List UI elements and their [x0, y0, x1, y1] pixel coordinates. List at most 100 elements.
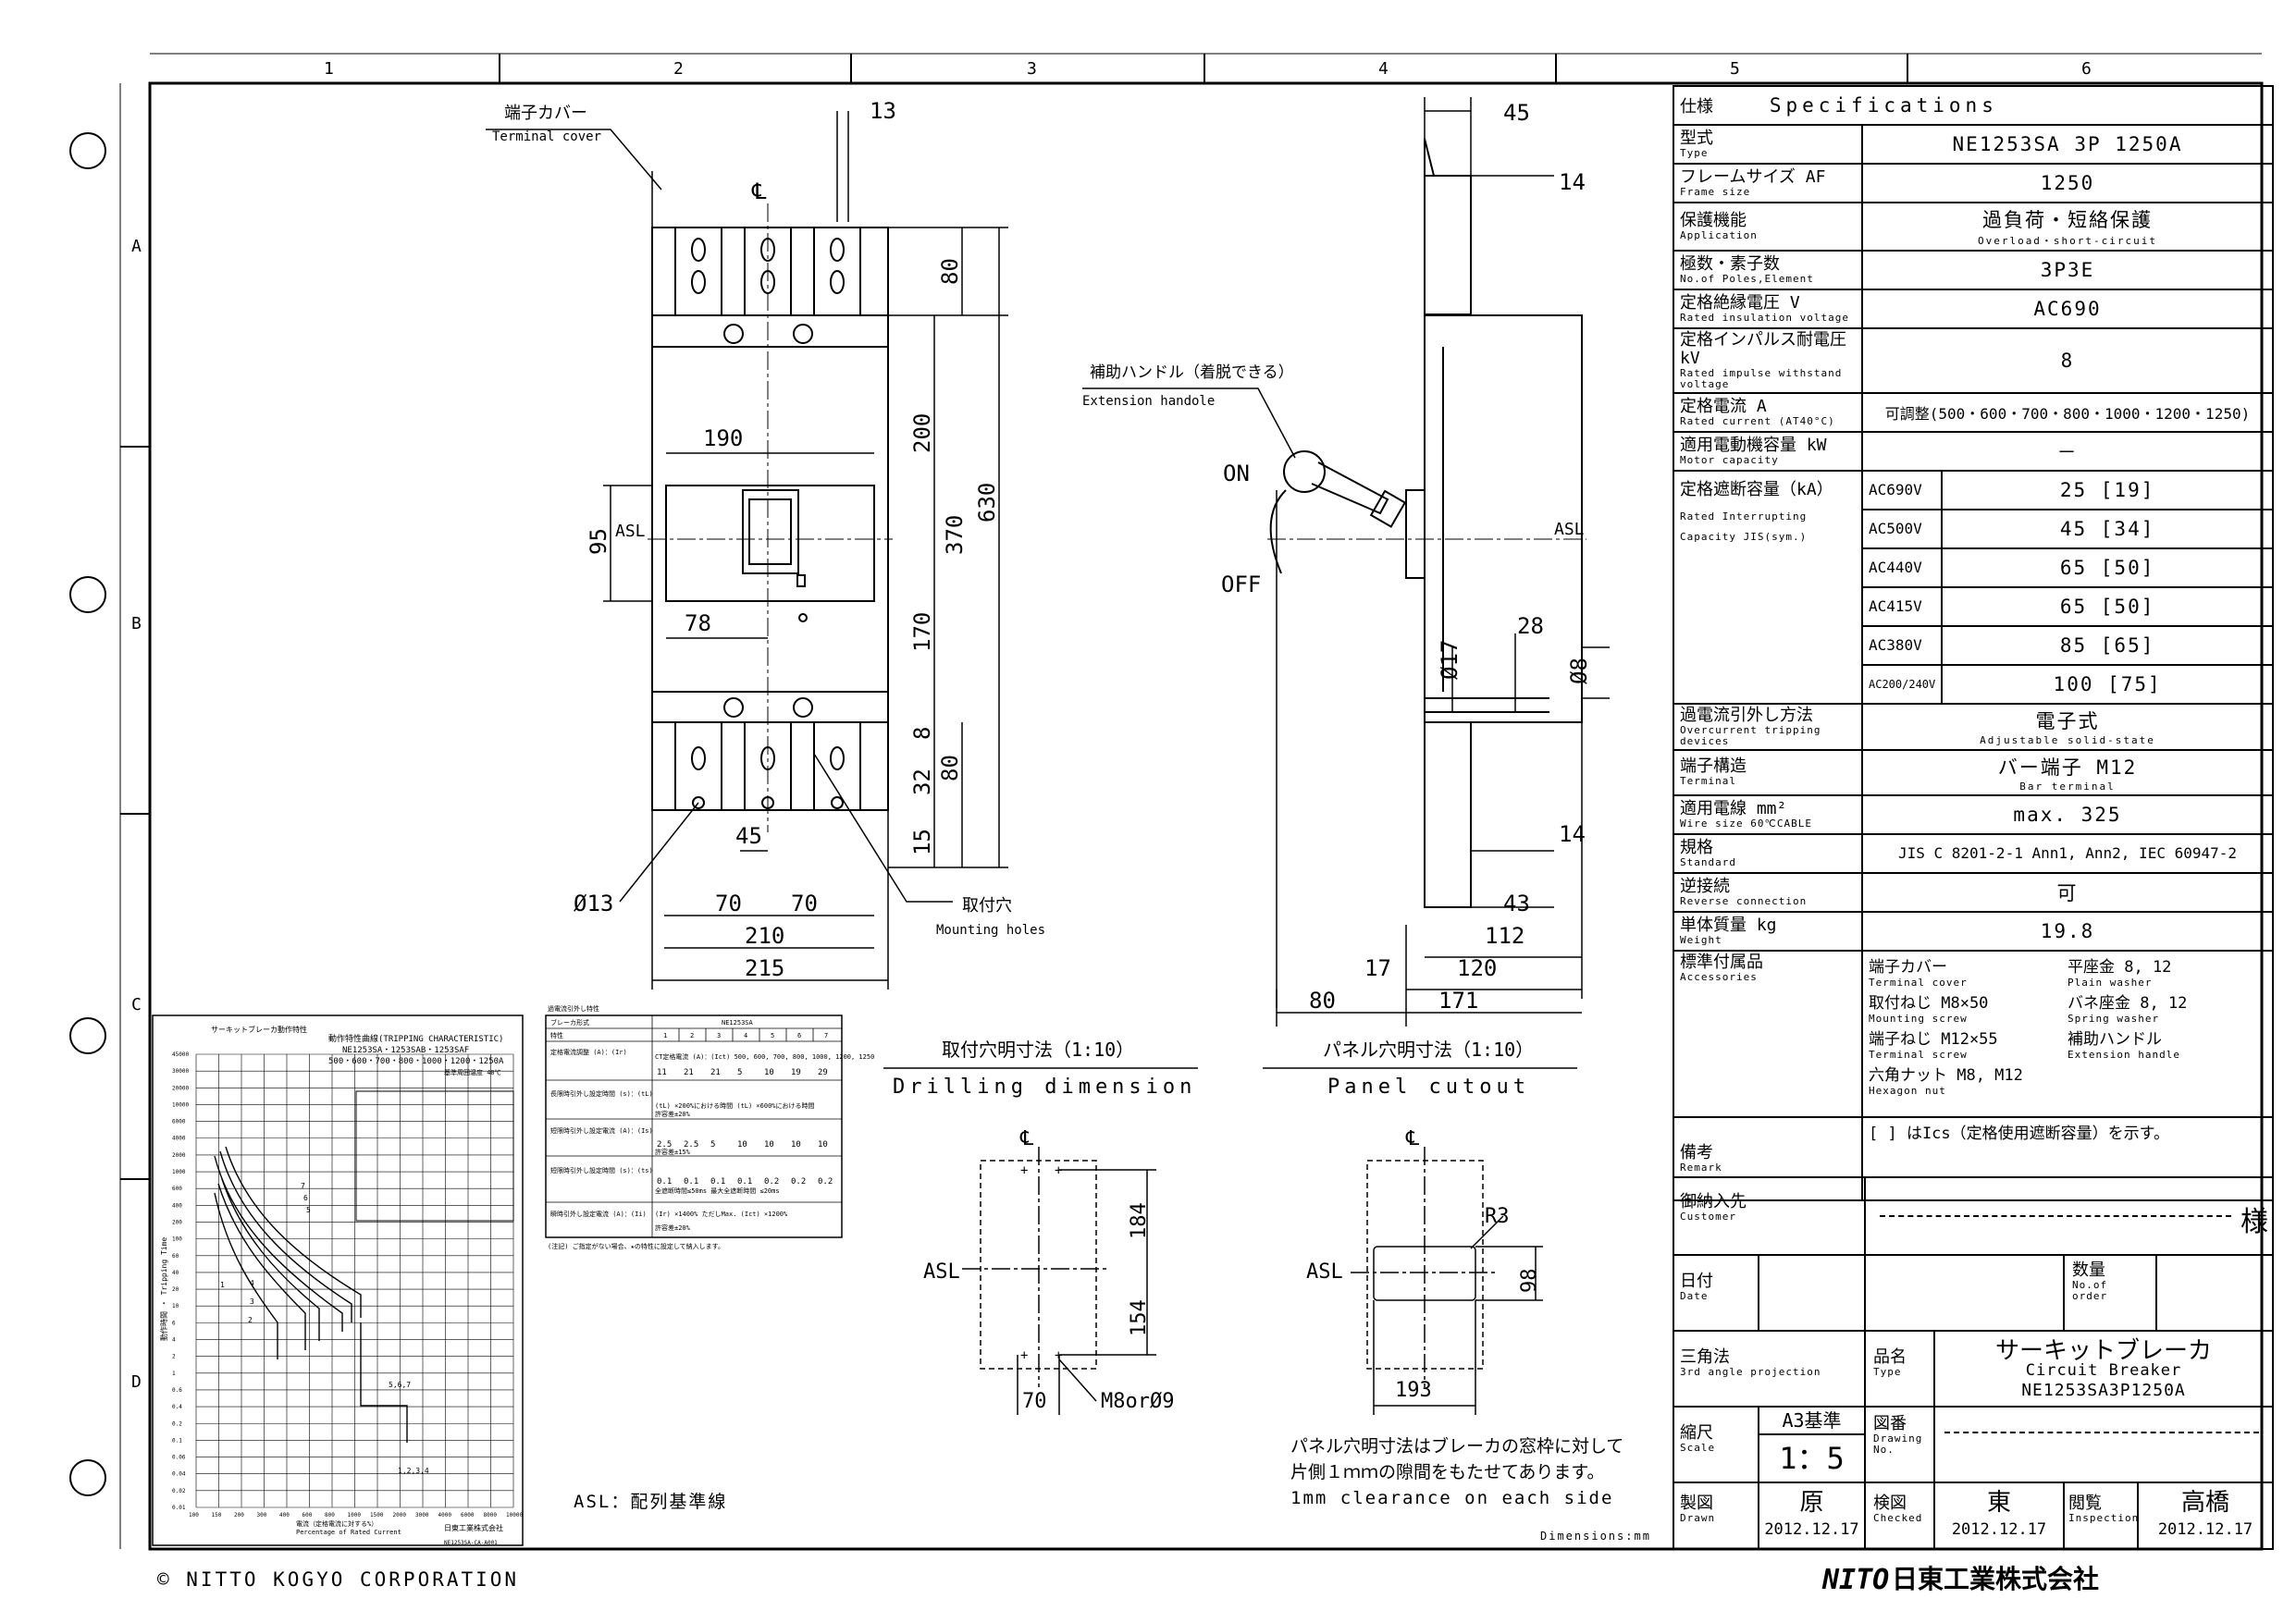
company-logo: NITO 日東工業株式会社	[1821, 1564, 2099, 1596]
dim-28: 28	[1517, 613, 1544, 639]
trip-table-cell: 0.2	[791, 1177, 806, 1187]
inspection-date: 2012.12.17	[2157, 1520, 2253, 1539]
dim-120: 120	[1457, 955, 1497, 981]
front-view	[651, 227, 889, 811]
trip-y-tick: 4000	[172, 1136, 186, 1142]
trip-table-cell: 0.2	[764, 1177, 779, 1187]
trip-y-tick: 400	[172, 1202, 182, 1209]
drawn-date: 2012.12.17	[1764, 1520, 1859, 1539]
drill-title: 取付穴明寸法（1:10）	[942, 1039, 1134, 1061]
zone-col-2: 2	[673, 59, 684, 79]
dim-dia13: Ø13	[574, 891, 613, 916]
dim-14-bottom: 14	[1559, 821, 1586, 847]
row4-label: 短限時引外し設定時間 (s)：(ts)	[550, 1166, 653, 1174]
dim-dia8: Ø8	[1566, 658, 1592, 684]
dim-170: 170	[909, 612, 935, 652]
svg-text:+: +	[1055, 1348, 1062, 1363]
trip-chart-maker: 日東工業株式会社	[444, 1523, 503, 1532]
trip-y-tick: 45000	[172, 1051, 189, 1058]
svg-text:+: +	[1020, 1348, 1028, 1363]
spec-value: max. 325	[1861, 793, 2274, 835]
row5-tol: 許容差±20%	[655, 1223, 691, 1232]
trip-chart-xlabel: 電流（定格電流に対する%）	[296, 1519, 377, 1528]
trip-x-tick: 800	[325, 1512, 335, 1518]
spec-value: 3P3E	[1861, 250, 2274, 290]
row1-label: 定格電流調整 (A)：(Ir)	[550, 1048, 627, 1056]
trip-y-tick: 1000	[172, 1169, 186, 1175]
checked-date: 2012.12.17	[1951, 1520, 2047, 1539]
setting-7: 7	[824, 1032, 828, 1039]
dim-45: 45	[735, 823, 762, 849]
trip-y-tick: 6	[172, 1320, 176, 1326]
trip-table-cell: 5	[737, 1068, 742, 1077]
side-view	[1269, 138, 1583, 908]
trip-table-cell: 19	[791, 1068, 801, 1077]
panel-center: ℄	[1405, 1127, 1420, 1150]
drawn-by: 原	[1799, 1489, 1824, 1517]
panel-dim-r3: R3	[1485, 1205, 1510, 1228]
trip-table-cell: 10	[737, 1140, 747, 1150]
trip-table-cell: 21	[710, 1068, 721, 1077]
panel-dim-193: 193	[1395, 1379, 1432, 1402]
curve-6: 6	[303, 1194, 308, 1202]
dimensions-unit: Dimensions:mm	[1540, 1530, 1651, 1543]
row3-tol: 許容差±15%	[655, 1148, 691, 1156]
panel-note-3: 1mm clearance on each side	[1290, 1488, 1613, 1508]
row3-label: 短限時引外し設定電流 (A)：(Is)	[550, 1126, 653, 1135]
row2-label: 長限時引外し設定時間 (s)：(tL)	[550, 1089, 653, 1098]
trip-chart-sub1: 動作特性曲線(TRIPPING CHARACTERISTIC)	[328, 1033, 503, 1044]
terminal-cover-en: Terminal cover	[492, 129, 601, 144]
on-label: ON	[1223, 461, 1250, 486]
zone-row-A: A	[131, 237, 142, 256]
dim-200: 200	[909, 413, 935, 453]
trip-table-cell: 2.5	[657, 1140, 672, 1150]
trip-x-tick: 3000	[415, 1512, 429, 1518]
trip-chart-sub3: 500・600・700・800・1000・1200・1250A	[328, 1057, 504, 1066]
row5-label: 瞬時引外し設定電流 (A)：(Ii)	[550, 1210, 647, 1218]
trip-y-tick: 2000	[172, 1152, 186, 1159]
trip-table-cell: 10	[764, 1140, 774, 1150]
panel-asl: ASL	[1306, 1260, 1343, 1284]
trip-y-tick: 0.1	[172, 1437, 182, 1444]
trip-chart-xlabel-en: Percentage of Rated Current	[296, 1529, 401, 1536]
trip-y-tick: 10	[172, 1303, 179, 1309]
dim-210: 210	[745, 923, 784, 949]
row2-note: (tL) ×200%における時間 (tL) ×600%における時間	[655, 1102, 815, 1110]
breaking-value: 65 [50]	[1941, 585, 2274, 627]
logo-mark: NITO	[1821, 1564, 1889, 1596]
dim-43: 43	[1503, 891, 1530, 916]
trip-x-tick: 600	[302, 1512, 313, 1518]
trip-y-tick: 6000	[172, 1119, 186, 1125]
dim-80-side: 80	[1309, 988, 1336, 1014]
trip-y-tick: 100	[172, 1236, 182, 1243]
spec-breaking-label: 定格遮断容量（kA）Rated Interrupting Capacity JI…	[1673, 469, 1863, 705]
trip-curves	[214, 1146, 408, 1443]
trip-chart-doc: NE1253SA-CA-A001	[444, 1540, 498, 1546]
breaking-value: 100 [75]	[1941, 663, 2274, 705]
dim-dia17: Ø17	[1437, 640, 1463, 680]
trip-y-tick: 4	[172, 1337, 176, 1344]
trip-y-tick: 0.2	[172, 1420, 182, 1427]
paper-size: A3基準	[1759, 1406, 1864, 1435]
trip-table-cell: 0.1	[657, 1177, 672, 1187]
trip-chart-ylabel: 動作時間 ・ Tripping Time	[159, 1237, 168, 1341]
spec-value: 可	[1861, 871, 2274, 913]
zone-col-4: 4	[1378, 59, 1389, 79]
trip-table-footnote: (注記) ご指定がない場合、★の特性に設定して納入します。	[548, 1242, 724, 1250]
spec-value: 1250	[1861, 163, 2274, 203]
